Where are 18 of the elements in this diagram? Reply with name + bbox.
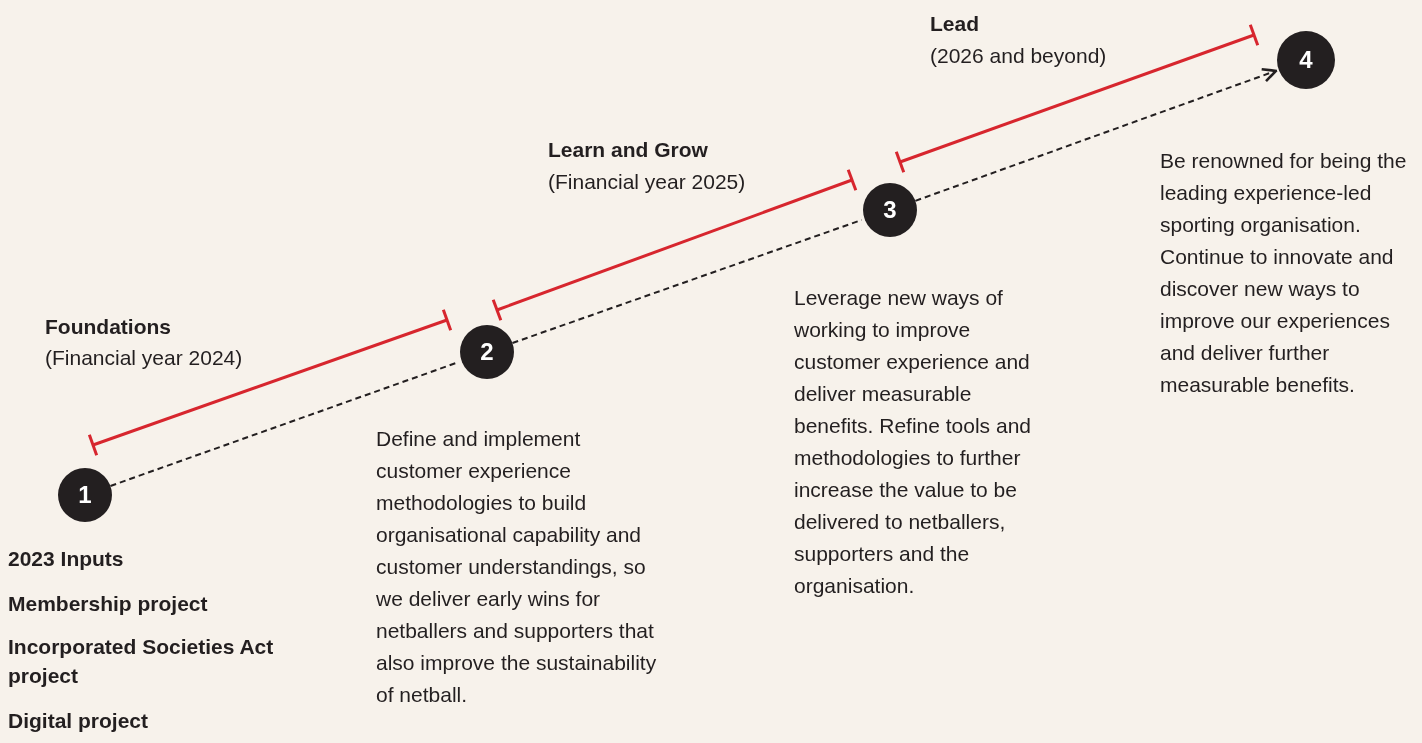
description-text: Be renowned for being the leading experience-led sporting organisation. Continue to innovate and discover new ways to improve our experiences and deliver further measurable benefits. <box>1160 148 1408 398</box>
description-text: Define and implement customer experience methodologies to build organisational capability and customer understandings, so we deliver early wins for netballers and supporters that also improve the sustainability of netball. <box>376 426 658 708</box>
input-item-text: Membership project <box>8 591 209 617</box>
phase-period: (2026 and beyond) <box>930 43 1107 69</box>
step-number-circle: 1 <box>58 468 112 522</box>
phase-title: Learn and Grow <box>548 137 708 163</box>
dashed-arrow <box>914 67 1278 202</box>
input-item-text: 2023 Inputs <box>8 546 125 572</box>
input-item-text: Incorporated Societies Act project <box>8 634 275 689</box>
phase-period: (Financial year 2024) <box>45 345 243 371</box>
phase-period: (Financial year 2025) <box>548 169 746 195</box>
step-number-circle: 2 <box>460 325 514 379</box>
step-number-circle: 4 <box>1277 31 1335 89</box>
input-item-text: Digital project <box>8 708 150 734</box>
phase-title: Lead <box>930 11 979 37</box>
description-text: Leverage new ways of working to improve customer experience and deliver measurable benefits. Refine tools and methodologies to further increase the value to be delivered to netballers, supporters and the organisation. <box>794 285 1032 599</box>
step-number-circle: 3 <box>863 183 917 237</box>
phase-title: Foundations <box>45 314 171 340</box>
